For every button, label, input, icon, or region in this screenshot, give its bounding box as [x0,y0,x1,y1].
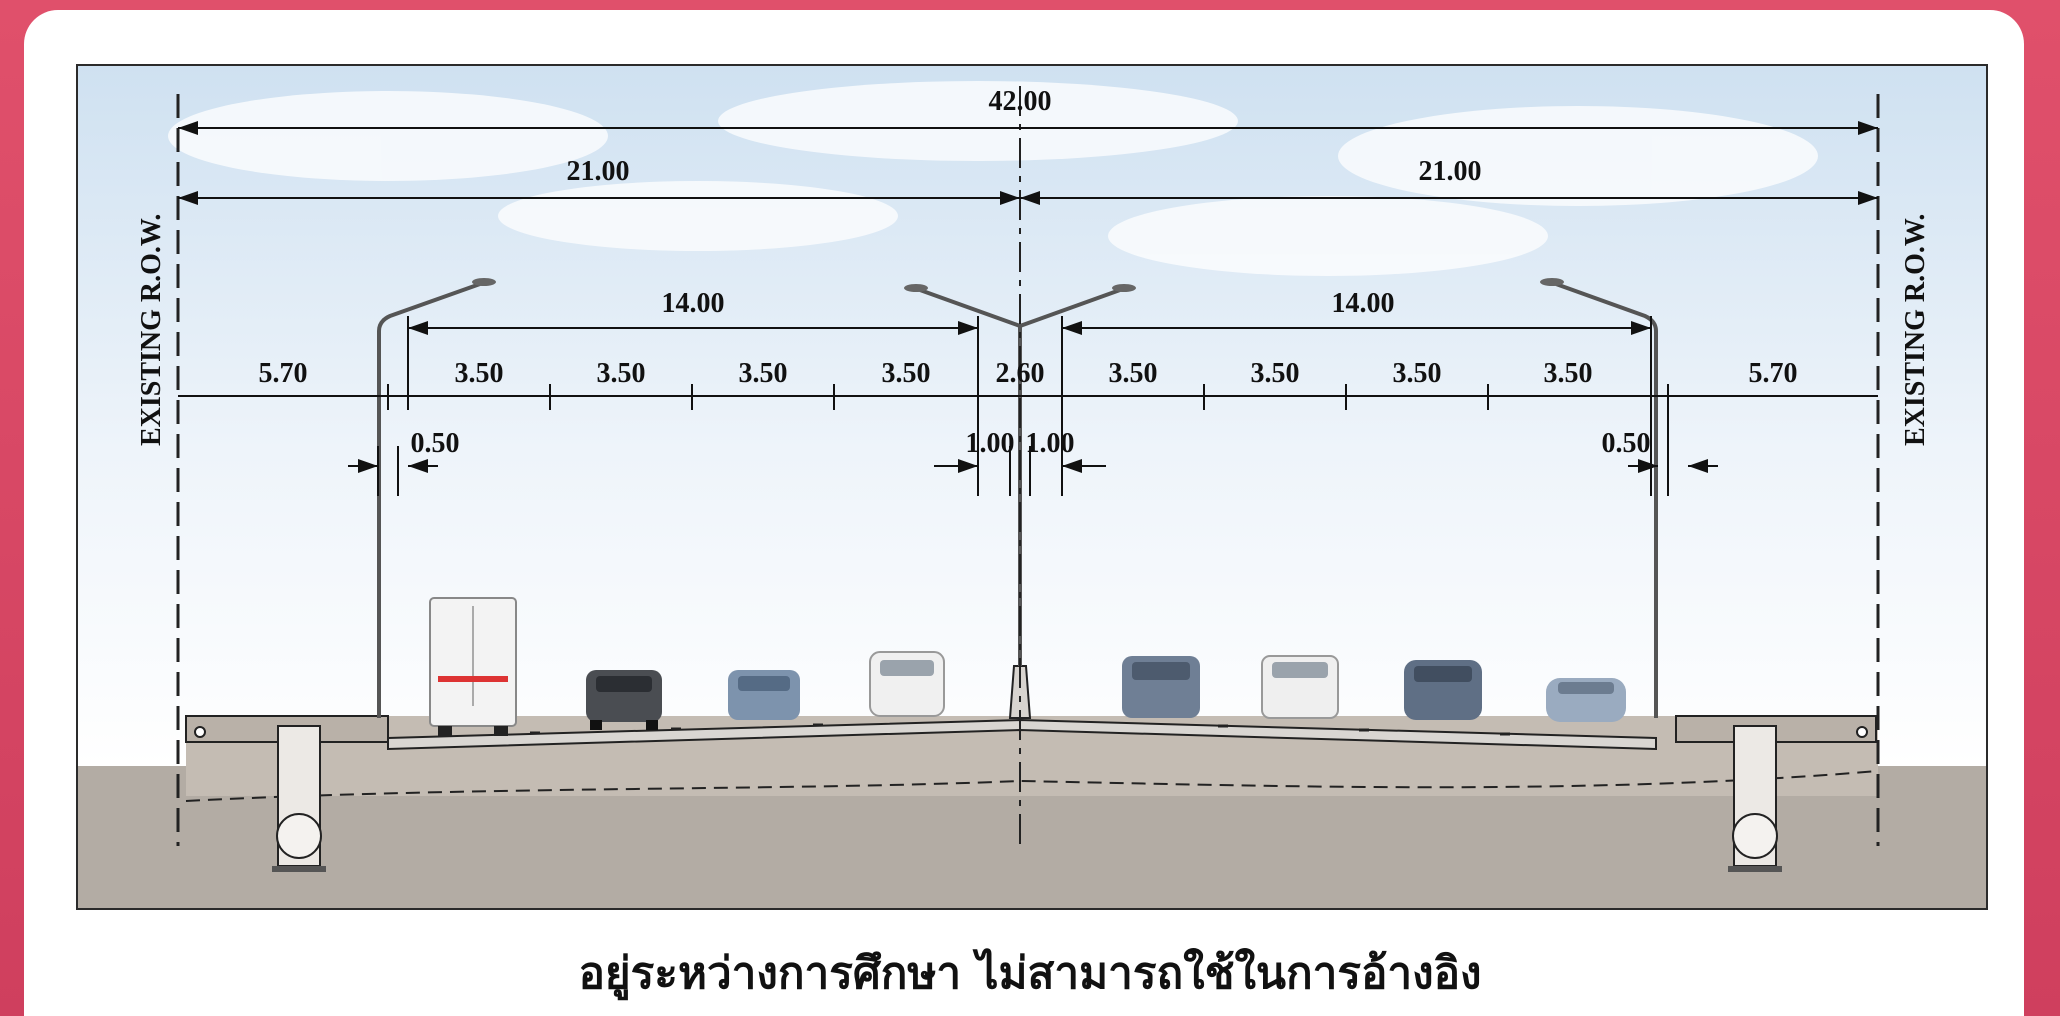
dim-lane-right-3: 3.50 [1393,358,1442,389]
car-6 [1404,660,1482,720]
median-barrier [1008,665,1032,719]
dim-half-right: 21.00 [1419,156,1482,187]
dimension-lines [178,121,1878,473]
dim-median-right: 1.00 [1026,428,1075,459]
lane-markings [530,723,1510,736]
dim-lane-left-1: 3.50 [455,358,504,389]
dim-lane-left-4: 3.50 [882,358,931,389]
dim-lane-right-1: 3.50 [1109,358,1158,389]
drain-right [1728,725,1782,872]
lamp-heads [472,278,1564,292]
car-7 [1546,678,1626,722]
dim-median-left: 1.00 [966,428,1015,459]
dim-median: 2.60 [996,358,1045,389]
row-label-right: EXISTING R.O.W. [1900,214,1931,446]
dim-shoulder-left: 0.50 [411,428,460,459]
light-poles [377,282,1658,718]
dim-sidewalk-left: 5.70 [259,358,308,389]
disclaimer-caption: อยู่ระหว่างการศึกษา ไม่สามารถใช้ในการอ้า… [578,948,1482,999]
road-cross-section-drawing: EXISTING R.O.W. EXISTING R.O.W. 42.00 21… [76,64,1988,910]
truck [429,597,517,736]
dim-carriageway-right: 14.00 [1332,288,1395,319]
dim-lane-left-3: 3.50 [739,358,788,389]
dim-carriageway-left: 14.00 [662,288,725,319]
drain-left [272,725,326,872]
water-table-line [185,770,1879,802]
dim-lane-left-2: 3.50 [597,358,646,389]
car-3 [869,651,945,717]
car-2 [728,670,800,720]
dim-total-width: 42.00 [989,86,1052,117]
dimension-ticks [377,316,1669,496]
row-boundary-lines [176,94,1880,846]
car-1 [586,670,662,730]
car-4 [1122,656,1200,718]
row-label-left: EXISTING R.O.W. [136,214,167,446]
dim-lane-right-4: 3.50 [1544,358,1593,389]
dim-lane-right-2: 3.50 [1251,358,1300,389]
dim-sidewalk-right: 5.70 [1749,358,1798,389]
dim-shoulder-right: 0.50 [1602,428,1651,459]
car-5 [1261,655,1339,719]
dim-half-left: 21.00 [567,156,630,187]
